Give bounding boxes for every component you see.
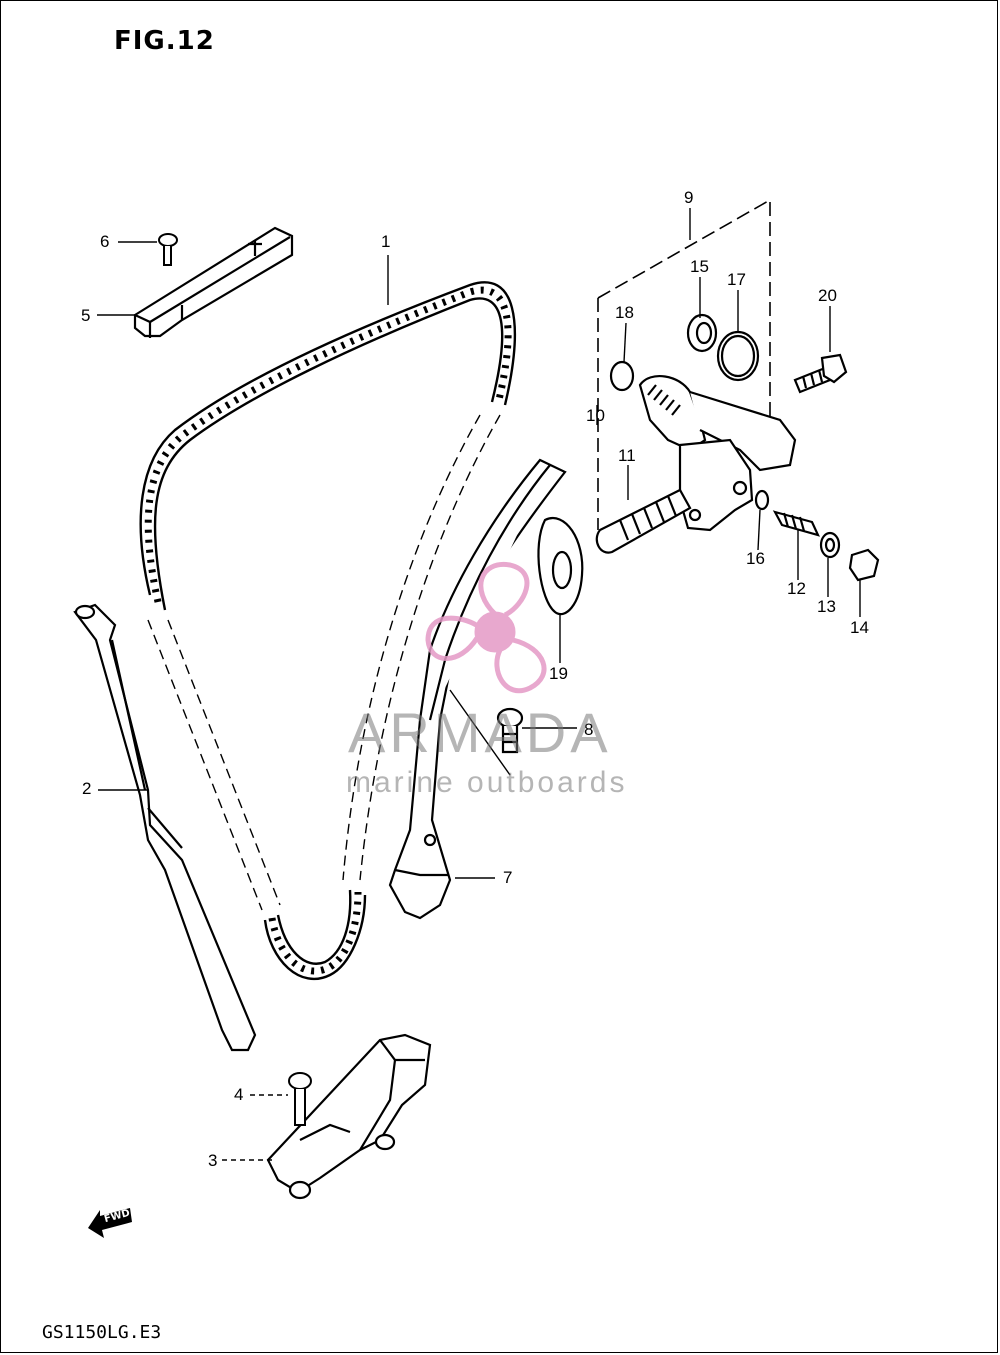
fwd-arrow-icon	[88, 1208, 132, 1238]
callouts	[97, 208, 861, 1161]
watermark-brand: ARMADA	[348, 701, 612, 764]
part-3-bottom-guide	[266, 1033, 432, 1200]
callout-10: 10	[586, 406, 605, 425]
watermark-tagline: marine outboards	[346, 766, 628, 799]
part-7-tensioner-guide	[388, 458, 567, 920]
callout-3: 3	[208, 1151, 218, 1170]
callout-6: 6	[100, 232, 110, 251]
drawing-code: GS1150LG.E3	[42, 1322, 162, 1343]
callout-2: 2	[82, 779, 92, 798]
callout-20: 20	[818, 286, 837, 305]
part-19-gasket	[537, 517, 584, 616]
callout-4: 4	[234, 1085, 244, 1104]
watermark-logo-icon	[425, 562, 547, 694]
callout-14: 14	[850, 618, 869, 637]
callout-1: 1	[381, 232, 391, 251]
callout-17: 17	[727, 270, 746, 289]
callout-7: 7	[503, 868, 513, 887]
callout-11: 11	[618, 446, 636, 465]
callout-8: 8	[584, 720, 594, 739]
part-1-cam-chain	[139, 281, 516, 981]
callout-9: 9	[684, 188, 694, 207]
callout-5: 5	[81, 306, 91, 325]
part-5-top-guide	[133, 226, 294, 338]
figure-title: FIG.12	[114, 26, 215, 56]
callout-16: 16	[746, 549, 765, 568]
part-8-bolt	[449, 689, 524, 776]
callout-12: 12	[787, 579, 806, 598]
tensioner-assembly	[595, 198, 880, 582]
callout-13: 13	[817, 597, 836, 616]
part-2-rear-guide	[73, 603, 257, 1052]
part-6-bolt	[158, 233, 178, 266]
callout-19: 19	[549, 664, 568, 683]
callout-15: 15	[690, 257, 709, 276]
part-4-bolt	[288, 1072, 312, 1126]
callout-18: 18	[615, 303, 634, 322]
